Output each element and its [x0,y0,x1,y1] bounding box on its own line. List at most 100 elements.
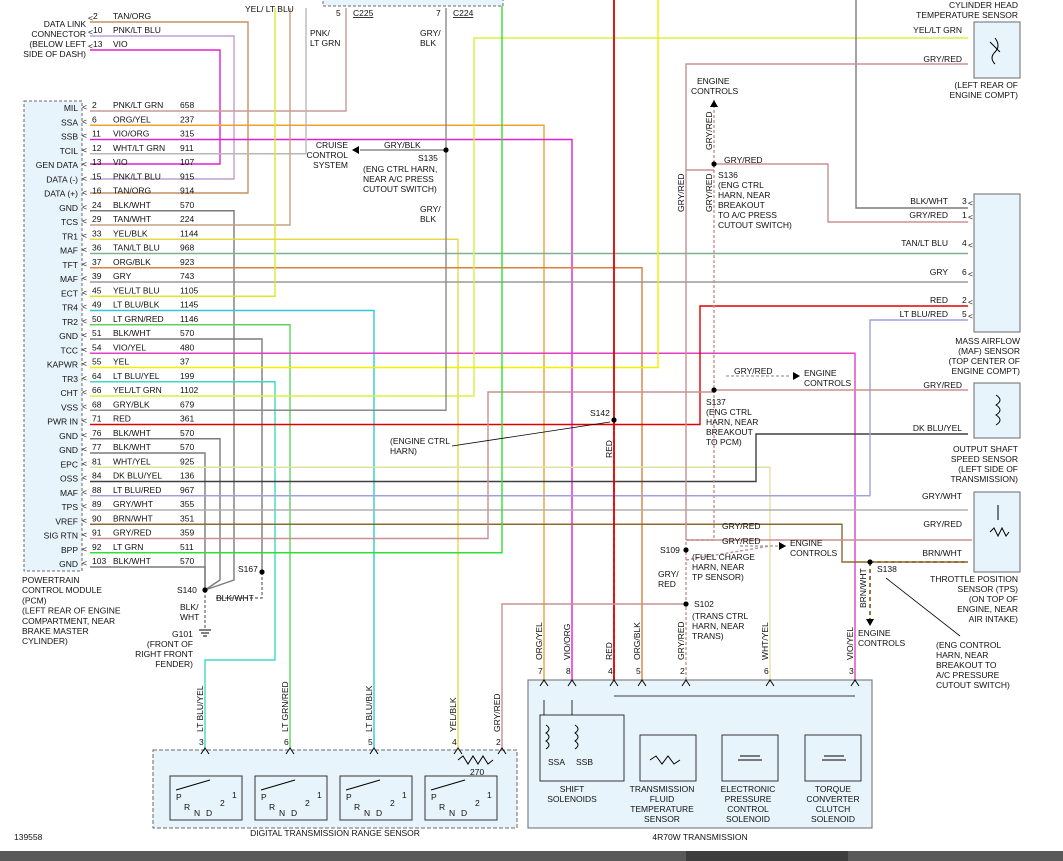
arrow-icon [779,542,786,550]
pcm-pin-label: GND [59,331,78,341]
trans-pin-number: 6 [764,666,769,676]
oss-wire: GRY/RED [923,380,962,390]
maf-title: (MAF) SENSOR [958,346,1020,356]
pcm-pin-number: 50 [92,314,102,324]
maf-pin-number: 4 [962,238,967,248]
dtr-connector-pin [285,747,295,755]
ground-location: RIGHT FRONT [135,649,193,659]
resistor-icon [457,755,494,765]
gry-red-label: GRY/ [658,569,679,579]
pcm-wire-color: TAN/WHT [113,214,151,224]
trans-component-label: FLUID [650,794,675,804]
pcm-title-line: CYLINDER) [22,636,68,646]
splice-id: S138 [877,564,897,574]
trans-component-label: TRANSMISSION [630,784,695,794]
trans-component-label: TEMPERATURE [630,804,694,814]
dlc-pin-number: 2 [93,11,98,21]
pcm-wire-color: BLK/WHT [113,556,151,566]
s137-wire-label: GRY/RED [734,366,773,376]
solenoid-coil-icon [738,755,762,761]
pcm-pin-label: TPS [61,502,78,512]
switch-contact [430,779,466,791]
pcm-wire [90,452,206,590]
dlc-wire-color: VIO [113,39,128,49]
pcm-pin-label: GND [59,559,78,569]
gry-red-label: RED [658,579,676,589]
connector-glyph: < [968,212,973,222]
pcm-wire-color: WHT/LT GRN [113,143,165,153]
trans-pin-number: 4 [608,666,613,676]
tps-title: ENGINE, NEAR [957,604,1018,614]
switch-position-label: 1 [232,790,237,800]
engine-controls-label: ENGINE [804,368,837,378]
maf-wire: LT BLU/RED [900,309,948,319]
engine-controls-label: CONTROLS [790,548,838,558]
pcm-wire-color: ORG/BLK [113,257,151,267]
pcm-wire-color: ORG/YEL [113,114,151,124]
pcm-wire [90,0,659,369]
maf-sensor-box [973,193,1021,333]
pcm-pin-number: 76 [92,428,102,438]
maf-title: ENGINE COMPT) [952,366,1021,376]
splice-id: S136 [718,170,738,180]
tps-title: AIR INTAKE) [969,614,1019,624]
pcm-wire-color: BLK/WHT [113,328,151,338]
pcm-circuit-number: 570 [180,428,194,438]
pcm-pin-number: 33 [92,228,102,238]
switch-position-label: D [206,808,212,818]
pcm-wire [90,466,771,680]
pcm-wire-color: BLK/WHT [113,200,151,210]
connector-glyph: < [968,198,973,208]
pcm-wire [90,124,545,680]
switch-position-label: 2 [305,798,310,808]
dtr-pin-number: 4 [452,737,457,747]
tcc-solenoid-box [804,734,862,782]
dtr-wire-label: LT GRN/RED [280,681,290,732]
pcm-pin-number: 71 [92,414,102,424]
connector-glyph: < [82,416,87,426]
pcm-pin-number: 81 [92,456,102,466]
dlc-title-line: SIDE OF DASH) [23,49,86,59]
trans-pin-number: 3 [849,666,854,676]
switch-position-label: 2 [220,798,225,808]
engine-controls-label: CONTROLS [858,638,906,648]
tps-title: SENSOR (TPS) [958,584,1019,594]
vertical-red: RED [604,440,614,458]
yel-lt-blu-label: YEL/ LT BLU [245,4,294,14]
pcm-wire-color: WHT/YEL [113,456,151,466]
pcm-pin-number: 29 [92,214,102,224]
tps-wire: GRY/RED [923,519,962,529]
trans-wire-label: VIO/YEL [845,627,855,660]
pcm-circuit-number: 570 [180,556,194,566]
ground-location: (FRONT OF [147,639,193,649]
potentiometer-icon [989,505,1010,538]
maf-wire: BLK/WHT [910,196,948,206]
splice-id: S140 [177,585,197,595]
splice-dot [443,147,449,153]
ground-icon [199,629,211,637]
connector-glyph: < [88,27,93,37]
ground-wire-label: BLK/ [180,602,199,612]
switch-position-label: N [279,808,285,818]
pcm-pin-number: 12 [92,143,102,153]
connector-glyph: < [82,487,87,497]
shift-solenoids-box [539,714,625,782]
dlc-wire [90,21,249,194]
splice-dot [711,161,717,167]
pcm-wire-color: VIO/YEL [113,342,146,352]
pcm-pin-label: TR3 [62,374,78,384]
pcm-pin-label: MAF [60,488,78,498]
maf-wire: RED [930,295,948,305]
trans-wire-label: GRY/RED [676,621,686,660]
vertical-gry-red: GRY/RED [676,173,686,212]
pcm-wire [90,309,375,748]
pcm-wire [90,238,459,748]
pcm-pin-number: 54 [92,342,102,352]
pcm-pin-label: SSB [61,132,78,142]
pcm-wire-color: LT BLU/YEL [113,371,160,381]
dlc-title-line: (BELOW LEFT [29,39,86,49]
connector-glyph: < [82,131,87,141]
pcm-circuit-number: 968 [180,243,194,253]
